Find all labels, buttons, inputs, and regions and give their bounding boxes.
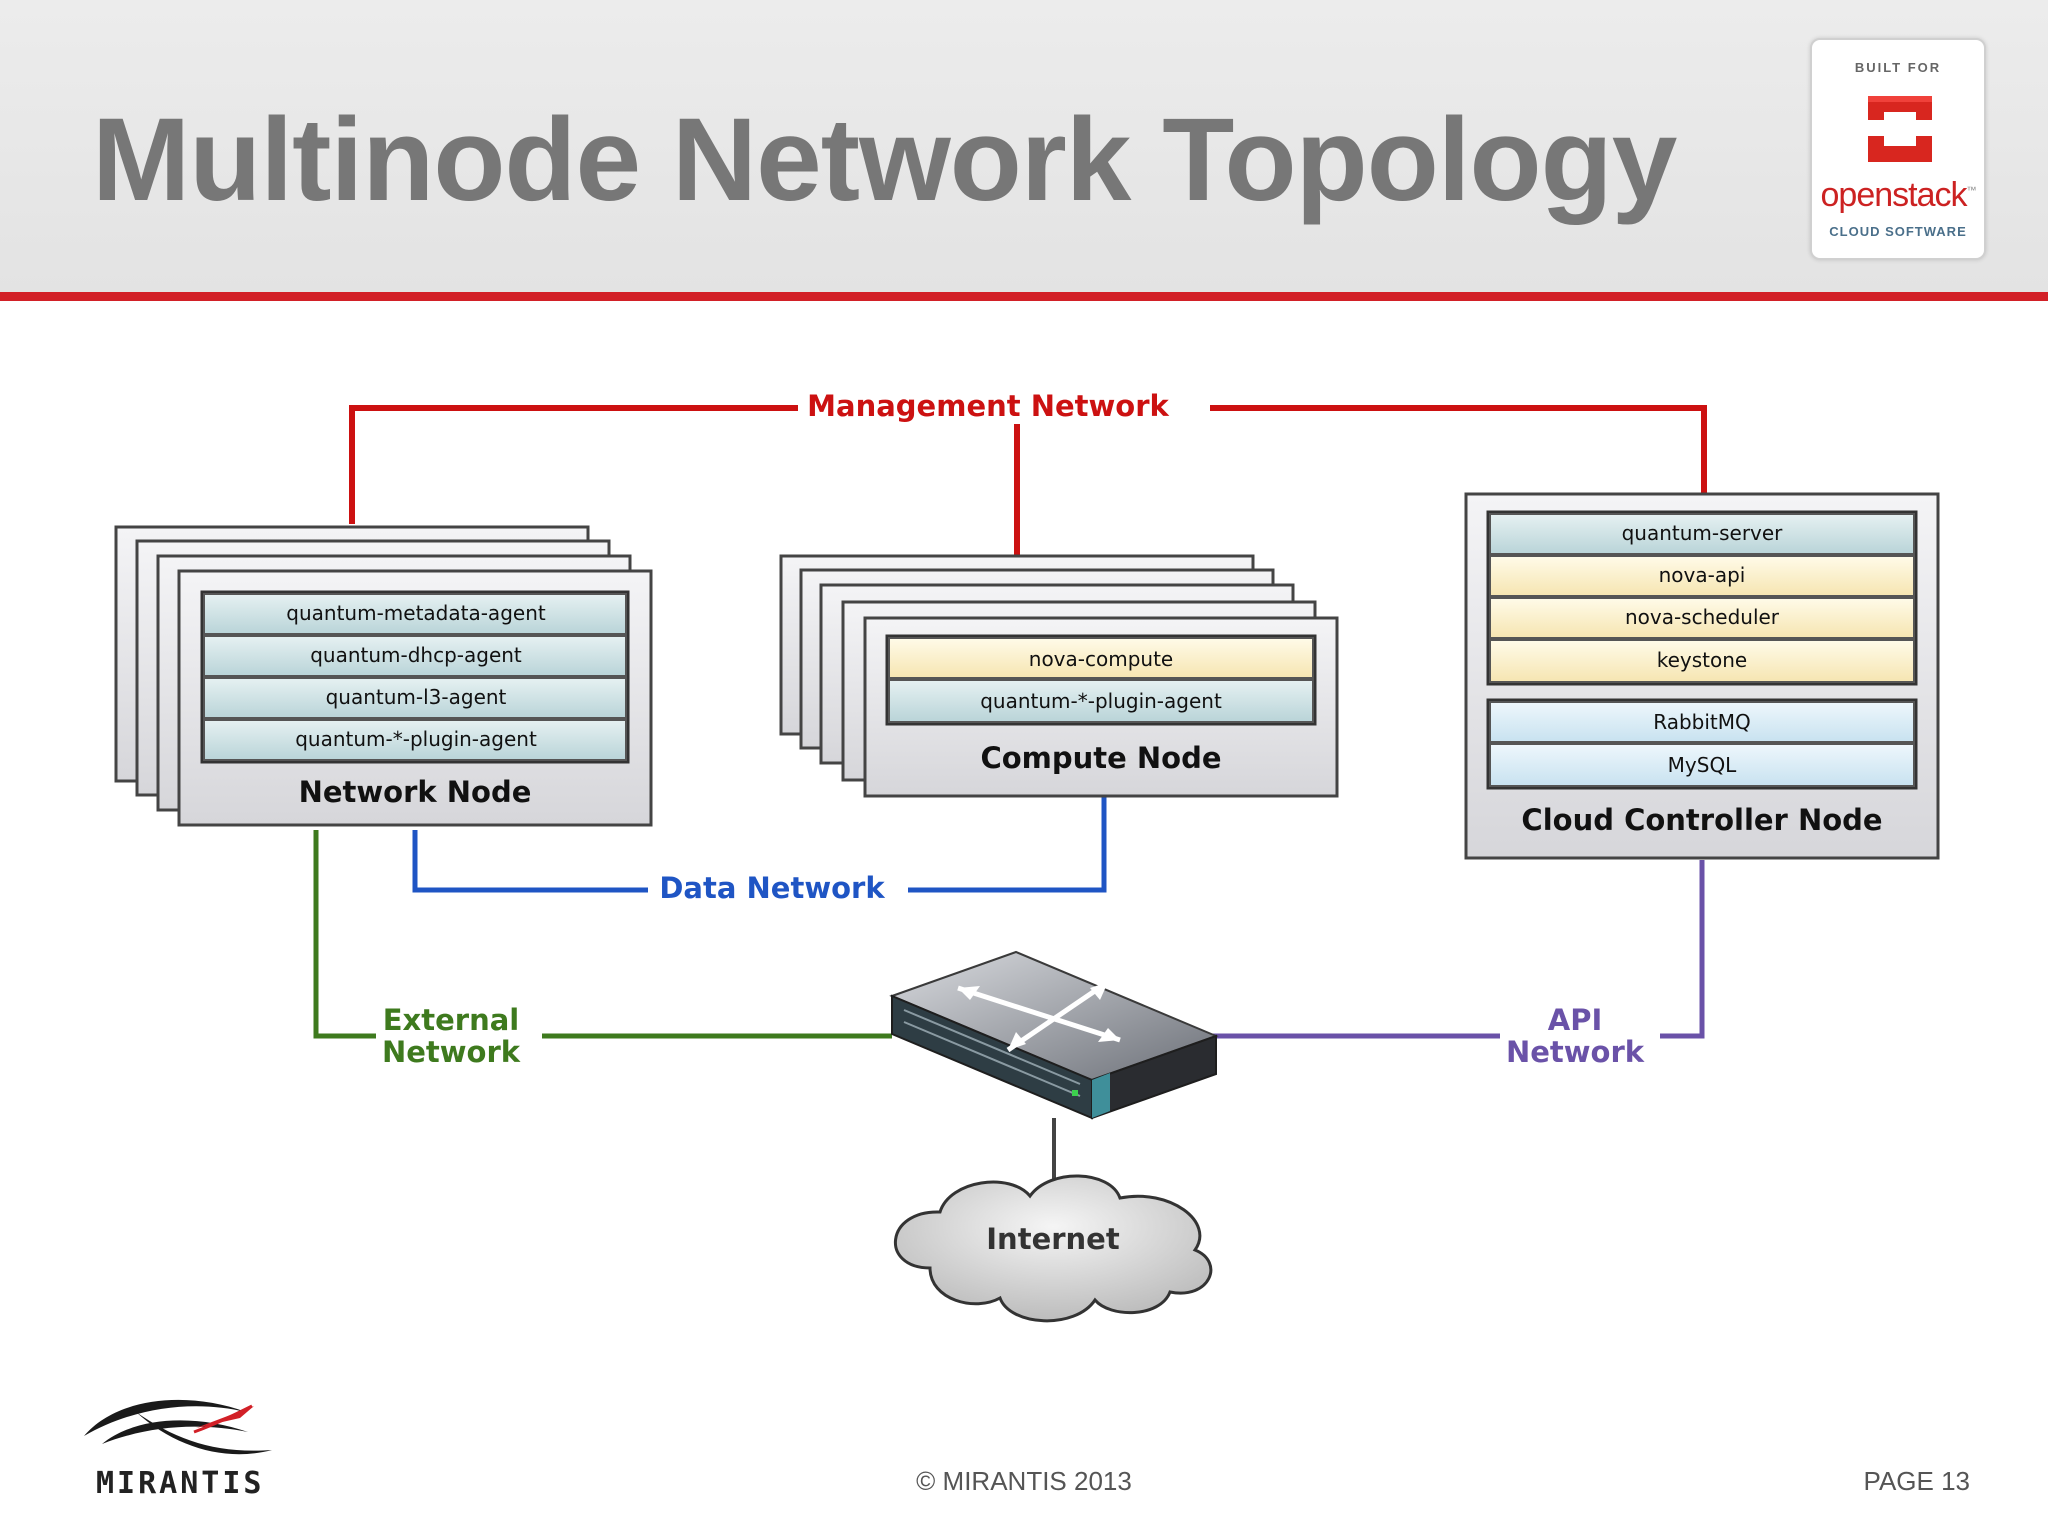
api-network-label-line2: Network <box>1506 1035 1645 1069</box>
switch-arrows <box>957 979 1121 1053</box>
api-network-lines <box>1212 860 1705 1039</box>
service-label: nova-api <box>1659 563 1746 587</box>
service-label: nova-compute <box>1029 647 1173 671</box>
service-row <box>203 677 627 719</box>
openstack-subtitle: CLOUD SOFTWARE <box>1829 224 1967 239</box>
cloud-controller-node: quantum-server nova-api nova-scheduler k… <box>1464 492 1940 860</box>
api-network-label-line1: API <box>1548 1003 1603 1037</box>
service-row <box>1489 597 1915 639</box>
data-network-lines <box>412 796 1107 893</box>
network-node-services: quantum-metadata-agent quantum-dhcp-agen… <box>203 593 627 761</box>
network-node: quantum-metadata-agent quantum-dhcp-agen… <box>114 525 653 827</box>
internet-label: Internet <box>986 1222 1120 1256</box>
service-row <box>203 593 627 635</box>
service-label: quantum-*-plugin-agent <box>980 689 1222 713</box>
openstack-trademark: ™ <box>1966 185 1977 197</box>
service-label: quantum-server <box>1622 521 1784 545</box>
switch-edge-accent <box>1092 1073 1110 1118</box>
service-row <box>1489 639 1915 683</box>
api-line-right <box>1660 860 1705 1039</box>
external-network-lines <box>313 830 892 1039</box>
service-label: nova-scheduler <box>1625 605 1780 629</box>
page-number: PAGE 13 <box>1863 1466 1970 1496</box>
network-switch-icon <box>889 950 1219 1120</box>
service-label: quantum-*-plugin-agent <box>295 727 537 751</box>
mirantis-wordmark: MIRANTIS <box>96 1466 265 1501</box>
service-row <box>1489 513 1915 555</box>
network-node-label: Network Node <box>299 775 532 809</box>
management-line-right <box>1210 405 1707 494</box>
internet-cloud-icon: Internet <box>893 1174 1213 1323</box>
controller-node-label: Cloud Controller Node <box>1521 803 1882 837</box>
service-row <box>203 719 627 761</box>
cloud-shape <box>893 1174 1213 1323</box>
external-network-label-line1: External <box>383 1003 520 1037</box>
openstack-wordmark: openstack™ <box>1812 176 1984 215</box>
switch-status-light <box>1072 1090 1078 1096</box>
management-line-left <box>349 405 798 524</box>
service-row <box>888 679 1314 723</box>
service-label: quantum-l3-agent <box>326 685 507 709</box>
management-network-lines <box>349 405 1707 556</box>
compute-node-label: Compute Node <box>980 741 1221 775</box>
controller-infra: RabbitMQ MySQL <box>1489 701 1915 787</box>
data-network-label: Data Network <box>659 871 885 905</box>
service-label: keystone <box>1657 648 1748 672</box>
infra-row <box>1489 701 1915 743</box>
service-row <box>888 637 1314 679</box>
service-label: quantum-dhcp-agent <box>310 643 522 667</box>
external-line-left <box>313 830 376 1039</box>
service-row <box>203 635 627 677</box>
service-label: quantum-metadata-agent <box>286 601 546 625</box>
infra-label: RabbitMQ <box>1653 710 1751 734</box>
controller-services: quantum-server nova-api nova-scheduler k… <box>1489 513 1915 683</box>
compute-node-services: nova-compute quantum-*-plugin-agent <box>888 637 1314 723</box>
data-line-right <box>908 796 1107 893</box>
external-network-label-line2: Network <box>382 1035 521 1069</box>
openstack-wordmark-text: openstack <box>1820 176 1968 214</box>
switch-ports <box>903 1009 1081 1097</box>
openstack-logo: BUILT FOR openstack™ CLOUD SOFTWARE <box>1810 38 1986 260</box>
infra-row <box>1489 743 1915 787</box>
management-network-label: Management Network <box>807 389 1169 423</box>
compute-node: nova-compute quantum-*-plugin-agent Comp… <box>779 554 1339 798</box>
mirantis-logo-icon <box>84 1399 272 1455</box>
slide-title: Multinode Network Topology <box>92 94 1677 226</box>
openstack-built-for: BUILT FOR <box>1854 60 1942 75</box>
infra-label: MySQL <box>1668 753 1738 777</box>
header-divider <box>0 292 2048 301</box>
slide-header <box>0 0 2048 292</box>
footer-copyright: © MIRANTIS 2013 <box>916 1466 1132 1496</box>
data-line-left <box>412 830 648 893</box>
service-row <box>1489 555 1915 597</box>
openstack-mark-icon <box>1860 96 1940 162</box>
